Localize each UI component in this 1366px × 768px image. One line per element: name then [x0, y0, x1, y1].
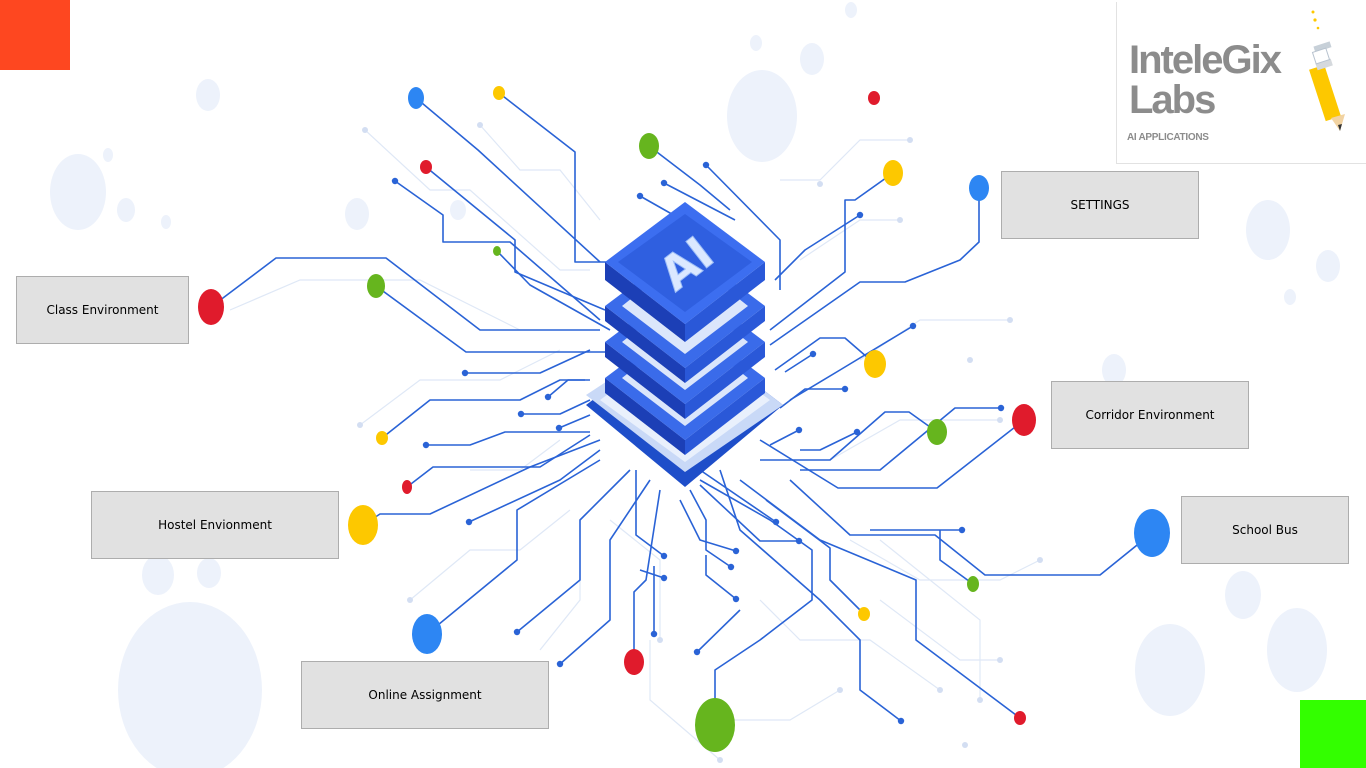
ai-chip-stack	[586, 202, 783, 487]
corridor-environment-button[interactable]: Corridor Environment	[1051, 381, 1249, 449]
online-assignment-button[interactable]: Online Assignment	[301, 661, 549, 729]
colored-nodes	[198, 86, 1170, 752]
corner-accent-top-left	[0, 0, 70, 70]
faint-dots	[357, 122, 1043, 763]
logo-text-labs: Labs	[1129, 78, 1216, 122]
logo-text-intelegix: InteleGix	[1129, 38, 1282, 82]
class-environment-button[interactable]: Class Environment	[16, 276, 189, 344]
background-bubbles	[50, 2, 1340, 768]
logo-tagline: AI APPLICATIONS	[1127, 132, 1209, 143]
logo-panel: InteleGix Labs AI APPLICATIONS	[1116, 2, 1366, 164]
pencil-icon	[1309, 10, 1345, 131]
settings-button[interactable]: SETTINGS	[1001, 171, 1199, 239]
corner-accent-bottom-right	[1300, 700, 1366, 768]
hostel-environment-button[interactable]: Hostel Envionment	[91, 491, 339, 559]
school-bus-button[interactable]: School Bus	[1181, 496, 1349, 564]
circuit-traces	[210, 92, 1153, 725]
trace-endpoints	[391, 161, 1005, 725]
